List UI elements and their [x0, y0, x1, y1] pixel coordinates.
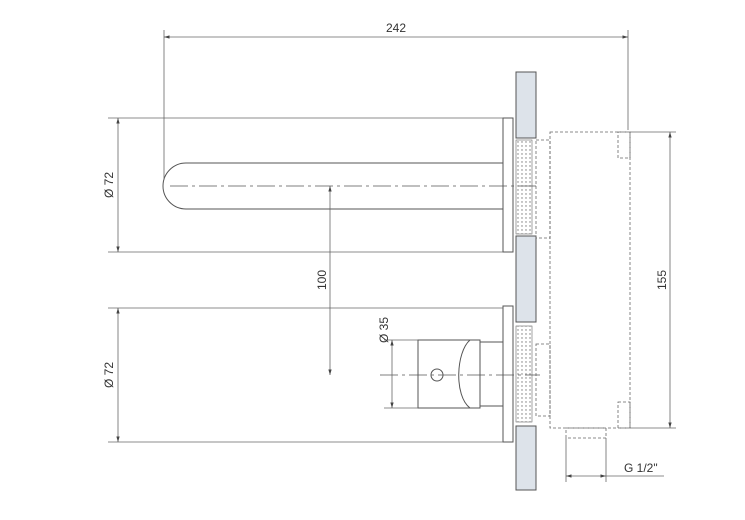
thread-label: G 1/2"	[624, 461, 658, 475]
dim-control-diameter: Ø 72	[102, 307, 503, 443]
dim-box-height: 155	[630, 131, 676, 429]
dim-spout-diameter: Ø 72	[102, 117, 503, 253]
wall-section	[515, 71, 537, 491]
control-diameter-label: Ø 72	[102, 362, 116, 388]
dim-handle-diameter: Ø 35	[377, 317, 418, 409]
handle-diameter-label: Ø 35	[377, 317, 391, 343]
dim-thread: G 1/2"	[565, 438, 664, 482]
dim-spacing: 100	[315, 186, 332, 375]
mixer-control	[380, 305, 540, 443]
concealed-box	[535, 131, 631, 439]
spout	[162, 117, 540, 253]
threaded-inserts	[515, 139, 533, 423]
box-height-label: 155	[655, 270, 669, 290]
overall-length-label: 242	[386, 21, 406, 35]
spacing-label: 100	[315, 270, 329, 290]
dim-overall-length: 242	[163, 21, 629, 180]
spout-diameter-label: Ø 72	[102, 172, 116, 198]
